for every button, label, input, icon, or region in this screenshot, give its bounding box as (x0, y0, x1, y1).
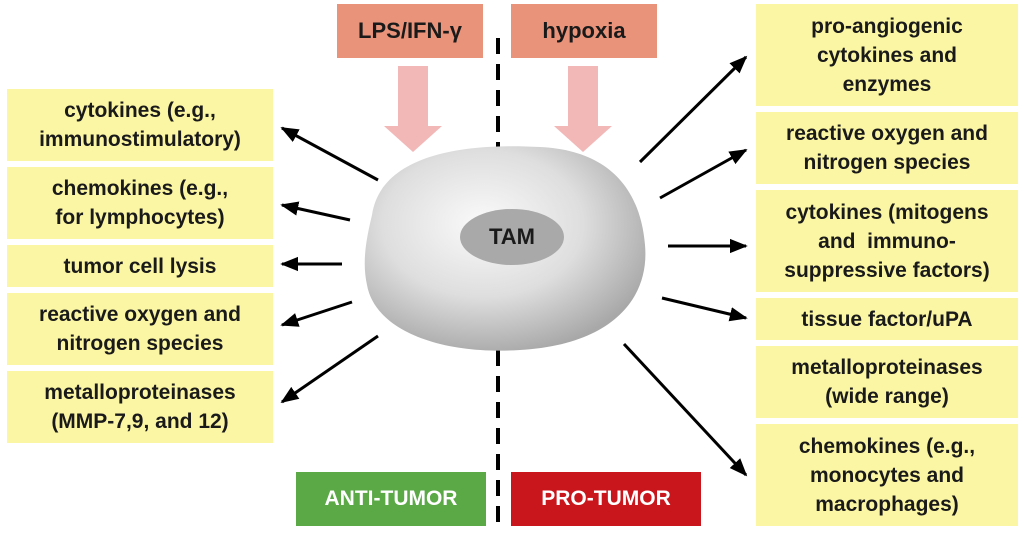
pro-output-angiogenic-line-3: enzymes (842, 72, 932, 96)
anti-output-metalloproteinases: metalloproteinases (MMP-7,9, and 12) (7, 371, 273, 443)
anti-output-chemokines-line-1: chemokines (e.g., (51, 177, 229, 200)
anti-tumor-label-text: ANTI-TUMOR (324, 487, 458, 510)
anti-output-metalloproteinases-line-1: metalloproteinases (44, 381, 236, 404)
anti-output-tumor-cell-lysis: tumor cell lysis (7, 245, 273, 287)
pro-output-cytokines-line-1: cytokines (mitogens (785, 200, 989, 224)
pro-output-chemokines-line-2: monocytes and (809, 463, 965, 487)
anti-output-cytokines-line-1: cytokines (e.g., (64, 99, 216, 122)
anti-output-metalloproteinases-line-2: (MMP-7,9, and 12) (51, 410, 229, 433)
tam-nucleus (460, 209, 564, 265)
lps-ifn-trigger: LPS/IFN-γ (337, 4, 483, 58)
anti-arrow-ros (280, 300, 353, 327)
pro-output-cytokines-line-2: and immuno- (818, 229, 956, 253)
pro-output-reactive-species-line-1: reactive oxygen and (786, 122, 988, 145)
pro-arrow-ros (659, 148, 748, 200)
pro-output-metalloproteinases-line-1: metalloproteinases (791, 356, 983, 379)
pro-output-cytokines-line-3: suppressive factors) (784, 258, 990, 282)
pro-output-reactive-species-line-2: nitrogen species (803, 151, 971, 174)
pro-output-reactive-species: reactive oxygen and nitrogen species (756, 112, 1018, 184)
tam-label: TAM (488, 224, 536, 249)
anti-output-chemokines: chemokines (e.g., for lymphocytes) (7, 167, 273, 239)
anti-output-tumor-cell-lysis-text: tumor cell lysis (63, 254, 217, 278)
pro-output-metalloproteinases-line-2: (wide range) (825, 385, 949, 408)
pro-arrow-chemokines (622, 342, 748, 477)
anti-output-cytokines-line-2: immunostimulatory) (39, 128, 241, 151)
anti-arrow-cytokines (280, 126, 379, 182)
lps-trigger-arrow (384, 66, 442, 152)
pro-output-angiogenic: pro-angiogenic cytokines and enzymes (756, 4, 1018, 106)
hypoxia-trigger-arrow (554, 66, 612, 152)
pro-output-chemokines-line-1: chemokines (e.g., (798, 434, 976, 458)
pro-tumor-label: PRO-TUMOR (511, 472, 701, 526)
pro-tumor-label-text: PRO-TUMOR (541, 487, 671, 510)
hypoxia-trigger-label: hypoxia (542, 18, 626, 43)
pro-output-metalloproteinases: metalloproteinases (wide range) (756, 346, 1018, 418)
anti-arrow-chemokines (280, 201, 351, 222)
pro-output-chemokines-line-3: macrophages) (815, 492, 959, 516)
pro-arrow-angiogenic (638, 55, 748, 164)
anti-output-reactive-species: reactive oxygen and nitrogen species (7, 293, 273, 365)
pro-arrow-tissue-factor (661, 296, 748, 322)
anti-output-cytokines: cytokines (e.g., immunostimulatory) (7, 89, 273, 161)
anti-output-reactive-species-line-2: nitrogen species (56, 332, 224, 355)
anti-output-reactive-species-line-1: reactive oxygen and (39, 303, 241, 326)
pro-output-cytokines: cytokines (mitogens and immuno-suppressiv… (756, 190, 1018, 292)
pro-output-angiogenic-line-2: cytokines and (816, 43, 958, 67)
pro-output-tissue-factor: tissue factor/uPA (756, 298, 1018, 340)
lps-ifn-trigger-label: LPS/IFN-γ (358, 18, 462, 43)
pro-output-angiogenic-line-1: pro-angiogenic (811, 14, 963, 38)
pro-output-chemokines: chemokines (e.g., monocytes and macrophage… (756, 424, 1018, 526)
anti-output-chemokines-line-2: for lymphocytes) (55, 206, 225, 229)
hypoxia-trigger: hypoxia (511, 4, 657, 58)
anti-arrow-mmp (280, 334, 379, 404)
pro-output-tissue-factor-text: tissue factor/uPA (801, 307, 973, 331)
anti-tumor-label: ANTI-TUMOR (296, 472, 486, 526)
